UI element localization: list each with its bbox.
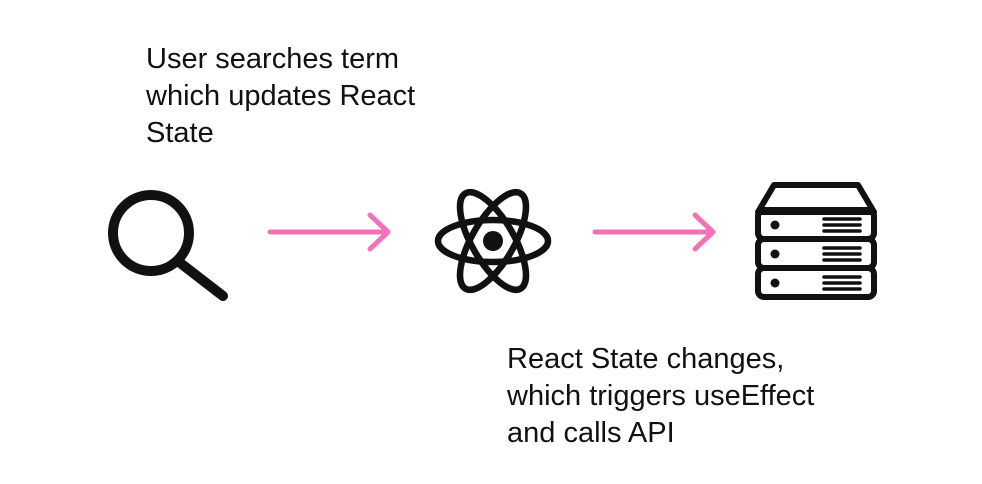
search-step-caption: User searches term which updates React S… [146,43,416,149]
api-step-caption: React State changes, which triggers useE… [507,343,815,449]
react-atom-icon [434,188,552,294]
search-icon [108,190,228,301]
server-stack-icon [755,182,877,300]
arrow-right-icon [267,212,391,252]
arrow-right-icon [592,212,716,252]
